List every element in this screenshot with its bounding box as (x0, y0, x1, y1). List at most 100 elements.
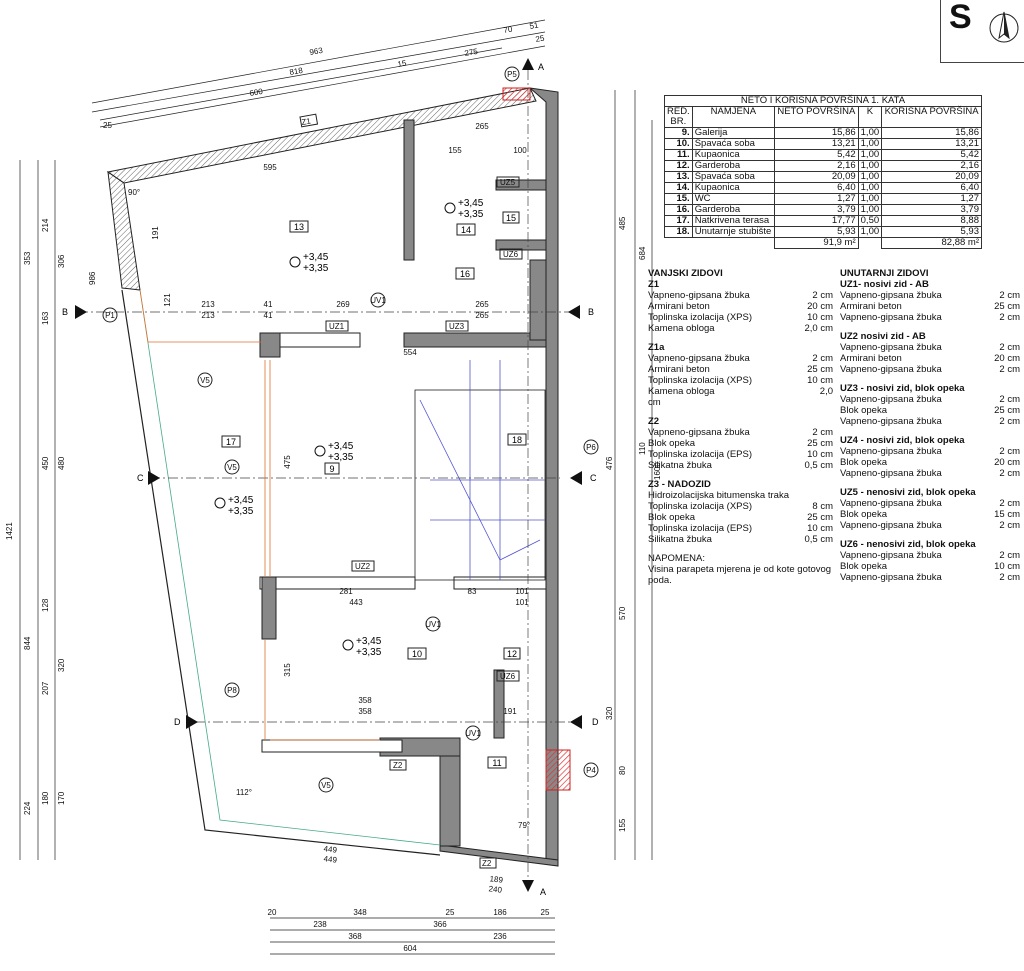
angle-90: 90° (128, 188, 140, 197)
cell-no: 12. (664, 160, 693, 172)
elev-14-bottom: +3,35 (458, 209, 484, 220)
dim-15: 15 (397, 58, 408, 69)
layer-material: Kamena obloga (648, 323, 715, 334)
layer-material: Toplinska izolacija (EPS) (648, 449, 753, 460)
room-17: 17 (226, 437, 236, 447)
dim-25-left: 25 (103, 121, 112, 130)
cell-net: 1,27 (773, 193, 859, 205)
layer-material: Toplinska izolacija (XPS) (648, 312, 753, 323)
layer-thickness: 20 cm (807, 301, 833, 312)
dim-163: 163 (41, 311, 50, 325)
room-14: 14 (461, 225, 471, 235)
layer-thickness: 8 cm (812, 501, 833, 512)
layer-material: Vapneno-gipsana žbuka (840, 572, 942, 583)
cell-k: 1,00 (857, 138, 883, 150)
layer-thickness: 10 cm (807, 312, 833, 323)
layer-material: Vapneno-gipsana žbuka (840, 342, 942, 353)
dim-476: 476 (605, 456, 614, 470)
dim-844: 844 (23, 636, 32, 650)
layer-thickness: 2 cm (999, 394, 1020, 405)
col-header-k: K (857, 106, 883, 128)
tag-uv1-mid: UV1 (425, 620, 441, 629)
wall-group-title: Z1 (648, 279, 660, 290)
dim-100: 100 (513, 146, 527, 155)
cell-useful: 5,93 (881, 226, 982, 238)
dim-80: 80 (618, 766, 627, 775)
cell-k: 1,00 (857, 204, 883, 216)
tag-v5: V5 (227, 463, 237, 472)
wall-layer: Toplinska izolacija (XPS)10 cm (648, 375, 833, 386)
wall-layer: Toplinska izolacija (EPS)10 cm (648, 449, 833, 460)
cell-name: Natkrivena terasa (691, 215, 775, 227)
section-a-top: A (538, 62, 544, 72)
north-arrow-icon (989, 11, 1019, 43)
dim-480: 480 (57, 456, 66, 470)
room-18: 18 (512, 435, 522, 445)
section-d-left: D (174, 717, 181, 727)
cell-no: 16. (664, 204, 693, 216)
cell-useful: 15,86 (881, 127, 982, 139)
cell-k: 1,00 (857, 160, 883, 172)
wall-group-title: Z3 - NADOZID (648, 479, 711, 490)
section-d-right: D (592, 717, 599, 727)
area-table: NETO I KORISNA POVRŠINA 1. KATA RED. BR.… (664, 95, 982, 249)
dim-281: 281 (339, 587, 353, 596)
note: NAPOMENA: Visina parapeta mjerena je od … (648, 553, 833, 586)
room-16: 16 (460, 269, 470, 279)
dim-155: 155 (448, 146, 462, 155)
cell-useful: 1,27 (881, 193, 982, 205)
cell-net: 5,42 (773, 149, 859, 161)
tag-p5: P5 (507, 70, 517, 79)
left-dimension-lines (19, 160, 56, 860)
dim-214: 214 (41, 218, 50, 232)
layer-thickness: 20 cm (994, 457, 1020, 468)
cell-net: 2,16 (773, 160, 859, 172)
wall-group-title: UZ6 - nenosivi zid, blok opeka (840, 539, 976, 550)
layer-material: Vapneno-gipsana žbuka (840, 550, 942, 561)
cell-no: 11. (664, 149, 693, 161)
dim-1421: 1421 (5, 522, 14, 540)
elev-9-top: +3,45 (328, 441, 354, 452)
dim-1600: 1600 (653, 462, 662, 480)
layer-material: Vapneno-gipsana žbuka (840, 468, 942, 479)
cell-no: 17. (664, 215, 693, 227)
bottom-dimension-lines (270, 917, 555, 955)
dim-554: 554 (403, 348, 417, 357)
dim-269: 269 (336, 300, 350, 309)
internal-walls-heading: UNUTARNJI ZIDOVI (840, 268, 929, 279)
layer-material: Armirani beton (840, 301, 902, 312)
dim-191: 191 (503, 707, 517, 716)
layer-material: Kamena obloga (648, 386, 715, 397)
dim-41-a: 41 (264, 300, 273, 309)
layer-thickness: 10 cm (994, 561, 1020, 572)
table-title: NETO I KORISNA POVRŠINA 1. KATA (664, 95, 982, 107)
layer-thickness: 2 cm (999, 312, 1020, 323)
opening-tags: P5 P1 V5 UV1 V5 P6 UV1 P8 V5 UV1 P4 (102, 66, 599, 793)
dim-600: 600 (249, 87, 264, 98)
layer-material: Blok opeka (840, 509, 888, 520)
angle-112: 112° (236, 788, 252, 797)
room-15: 15 (506, 213, 516, 223)
tag-uz2: UZ2 (355, 562, 371, 571)
staircase (414, 360, 546, 581)
dim-25: 25 (535, 33, 546, 44)
dim-121: 121 (163, 293, 172, 307)
wall-layer: Toplinska izolacija (XPS)8 cm (648, 501, 833, 512)
dim-20-bottom: 20 (268, 908, 277, 917)
layer-material: Vapneno-gipsana žbuka (840, 290, 942, 301)
dim-155: 155 (618, 818, 627, 832)
cell-name: Spavaća soba (691, 138, 775, 150)
